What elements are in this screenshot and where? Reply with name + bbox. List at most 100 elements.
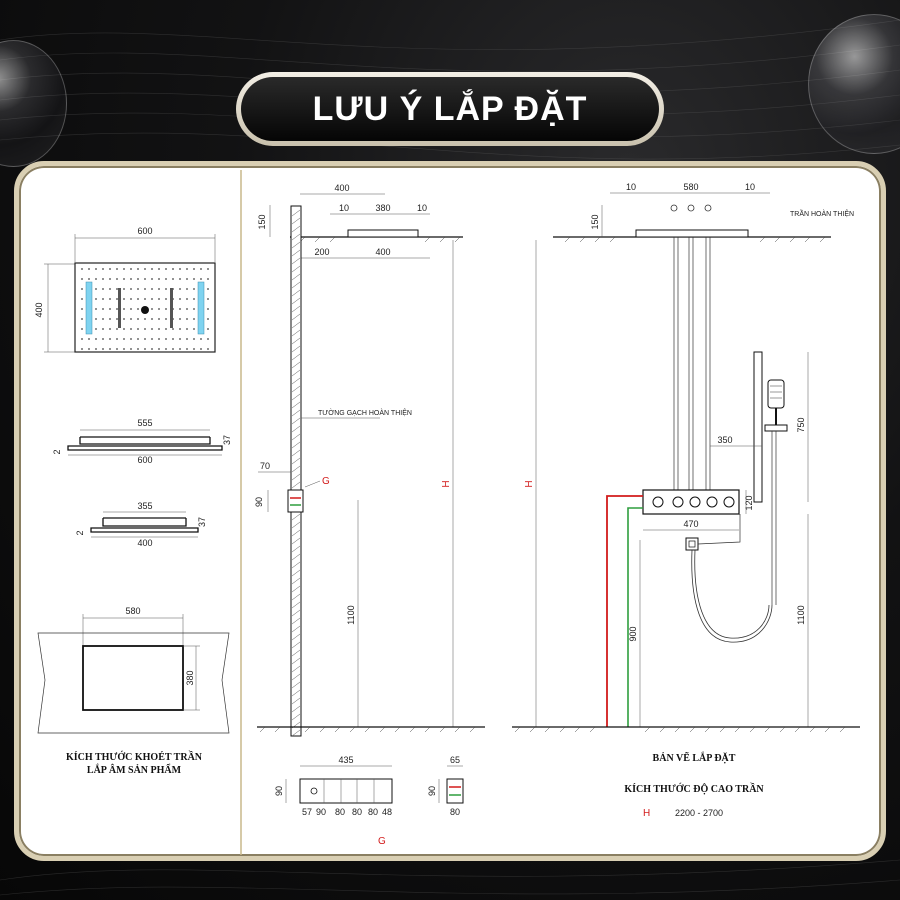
nozzle-dot (165, 308, 167, 310)
nozzle-dot (207, 318, 209, 320)
wall-hatch-line (291, 393, 301, 401)
nozzle-dot (151, 328, 153, 330)
wall-hatch-line (291, 297, 301, 305)
panel-segment-dim: 80 (352, 807, 362, 817)
nozzle-dot (102, 328, 104, 330)
nozzle-dot (158, 288, 160, 290)
wall-hatch-line (291, 361, 301, 369)
nozzle-dot (151, 308, 153, 310)
nozzle-dot (144, 268, 146, 270)
nozzle-dot (95, 278, 97, 280)
control-panel-front (299, 778, 393, 804)
wall-hatch-line (291, 401, 301, 409)
nozzle-dot (172, 278, 174, 280)
wall-hatch-line (291, 265, 301, 273)
nozzle-dot (207, 298, 209, 300)
panel-segment-dim: 80 (368, 807, 378, 817)
nozzle-dot (81, 318, 83, 320)
right-dim-750: 750 (796, 417, 806, 432)
side2-bottom-dim: 400 (137, 538, 152, 548)
right-dim-10a: 10 (626, 182, 636, 192)
cold-water-pipe (627, 507, 643, 727)
nozzle-dot (81, 288, 83, 290)
nozzle-dot (179, 268, 181, 270)
nozzle-dot (130, 328, 132, 330)
nozzle-dot (179, 278, 181, 280)
wall-hatch-line (291, 273, 301, 281)
height-range: 2200 - 2700 (675, 808, 723, 818)
wall-hatch-line (291, 681, 301, 689)
nozzle-dot (151, 338, 153, 340)
nozzle-dot (151, 288, 153, 290)
side-view-1-flange (67, 445, 223, 451)
right-dim-1100: 1100 (796, 605, 806, 624)
right-dim-900: 900 (628, 626, 638, 641)
wall-hatch-line (291, 465, 301, 473)
nozzle-dot (137, 308, 139, 310)
nozzle-dot (81, 308, 83, 310)
nozzle-dot (144, 288, 146, 290)
nozzle-dot (179, 348, 181, 350)
nozzle-dot (165, 328, 167, 330)
nozzle-dot (207, 278, 209, 280)
nozzle-dot (116, 318, 118, 320)
nozzle-dot (151, 268, 153, 270)
wall-hatch-line (291, 369, 301, 377)
hot-water-pipe (606, 495, 643, 727)
hose (691, 549, 773, 643)
nozzle-dot (109, 338, 111, 340)
nozzle-dot (207, 328, 209, 330)
small-valve-front (446, 778, 464, 804)
nozzle-dot (186, 338, 188, 340)
nozzle-dot (172, 338, 174, 340)
wall-hatch-line (291, 585, 301, 593)
side1-top-dim: 555 (137, 418, 152, 428)
mid-dim-90: 90 (254, 497, 264, 507)
nozzle-dot (130, 298, 132, 300)
slide-bar (753, 351, 763, 503)
nozzle-dot (130, 288, 132, 290)
nozzle-dot (207, 268, 209, 270)
g-bottom-label: G (378, 836, 386, 847)
left-panel: 600 400 555 600 2 37 355 400 2 37 580 (34, 226, 232, 776)
mid-dim-70: 70 (260, 461, 270, 471)
nozzle-dot (109, 348, 111, 350)
nozzle-dot (158, 328, 160, 330)
nozzle-dot (95, 338, 97, 340)
nozzle-dot (130, 268, 132, 270)
nozzle-dot (172, 328, 174, 330)
nozzle-dot (165, 268, 167, 270)
nozzle-dot (123, 338, 125, 340)
nozzle-dot (137, 298, 139, 300)
wall-hatch-line (291, 473, 301, 481)
nozzle-dot (200, 348, 202, 350)
nozzle-dot (102, 268, 104, 270)
panel-segment-dim: 48 (382, 807, 392, 817)
nozzle-dot (137, 338, 139, 340)
small-valve-height: 90 (427, 786, 437, 796)
nozzle-dot (95, 298, 97, 300)
nozzle-dot (116, 278, 118, 280)
nozzle-dot (116, 298, 118, 300)
nozzle-dot (165, 278, 167, 280)
cutout-width-dim: 580 (125, 606, 140, 616)
side2-right-dim: 37 (197, 517, 207, 527)
nozzle-dot (200, 268, 202, 270)
nozzle-dot (130, 308, 132, 310)
wall-hatch-line (291, 385, 301, 393)
nozzle-dot (193, 298, 195, 300)
ceiling-label: TRẦN HOÀN THIỆN (790, 208, 854, 218)
led-strip-left (85, 281, 93, 335)
right-panel: TRẦN HOÀN THIỆN 10 580 10 150 H 350 750 (512, 182, 860, 819)
nozzle-dot (151, 298, 153, 300)
wall-hatch-line (291, 649, 301, 657)
nozzle-dot (102, 308, 104, 310)
nozzle-dot (123, 288, 125, 290)
side1-right-dim: 37 (222, 435, 232, 445)
nozzle-dot (165, 338, 167, 340)
nozzle-dot (116, 328, 118, 330)
wall-hatch-line (291, 713, 301, 721)
nozzle-dot (151, 278, 153, 280)
mid-h-marker: H (441, 480, 452, 487)
